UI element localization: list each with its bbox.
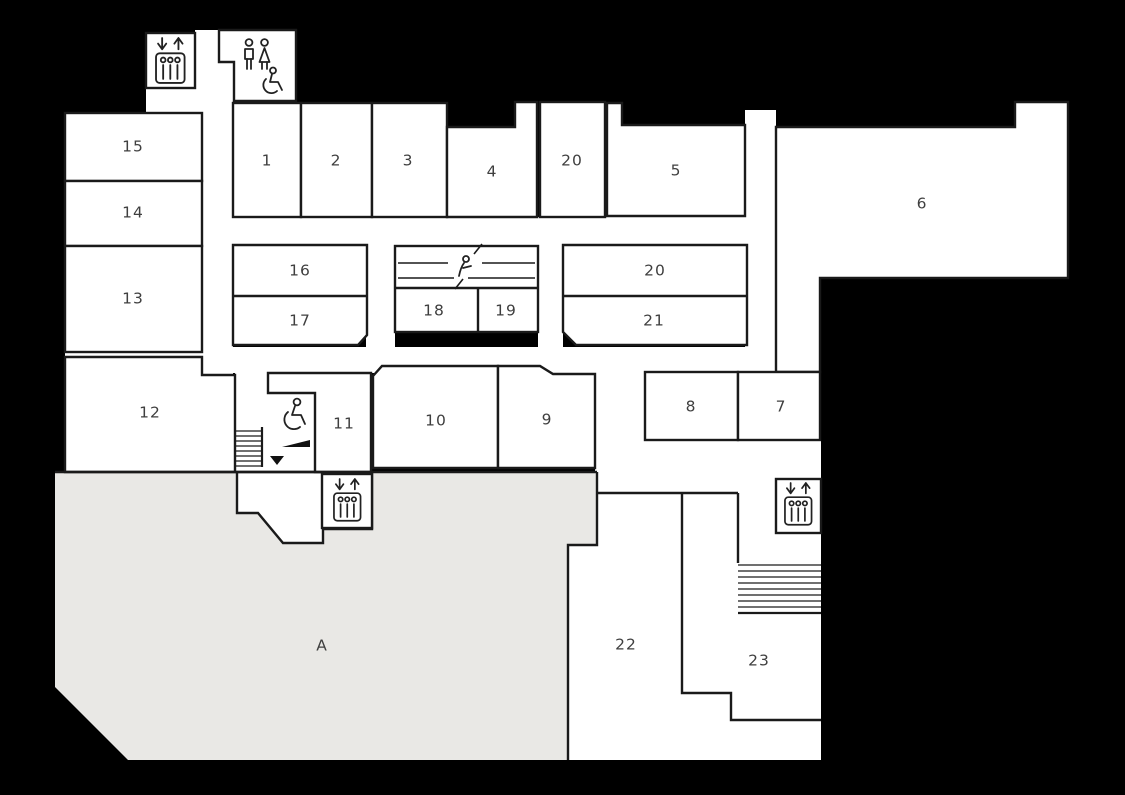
room-5 xyxy=(605,101,747,218)
wheelchair-ramp-icon xyxy=(282,397,310,447)
area-a-label: A xyxy=(316,637,328,655)
room-17-label: 17 xyxy=(289,312,311,330)
room-9-label: 9 xyxy=(542,411,553,429)
restroom-block xyxy=(217,28,298,103)
room-labels: 1 2 3 4 20 5 6 7 8 9 10 11 12 13 14 15 1… xyxy=(122,138,928,670)
room-8-label: 8 xyxy=(686,398,697,416)
room-18-label: 18 xyxy=(423,302,445,320)
room-11-label: 11 xyxy=(333,415,355,433)
room-15 xyxy=(63,111,204,183)
escalator-icon xyxy=(454,243,483,290)
room-4-label: 4 xyxy=(487,163,498,181)
room-14 xyxy=(63,179,204,248)
room-7-label: 7 xyxy=(776,398,787,416)
restroom-men-icon xyxy=(244,38,254,70)
accessible-restroom-icon xyxy=(262,66,283,94)
room-20-top xyxy=(538,100,607,219)
room-22-label: 22 xyxy=(615,636,637,654)
escalator-block xyxy=(393,243,540,334)
room-9 xyxy=(496,364,597,470)
room-13-label: 13 xyxy=(122,290,144,308)
room-6-label: 6 xyxy=(917,195,928,213)
room-21-label: 21 xyxy=(643,312,665,330)
room-7 xyxy=(736,370,822,442)
room-16-17-block xyxy=(231,243,369,347)
room-23-label: 23 xyxy=(748,652,770,670)
room-1-label: 1 xyxy=(262,152,273,170)
down-triangle-marker xyxy=(270,456,284,465)
room-8 xyxy=(643,370,740,442)
room-15-label: 15 xyxy=(122,138,144,156)
room-22-23-walls xyxy=(566,472,821,760)
room-3-label: 3 xyxy=(403,152,414,170)
stairs-icon-right xyxy=(738,564,821,615)
room-1 xyxy=(231,101,303,219)
restroom-women-icon xyxy=(258,38,271,70)
room-19-label: 19 xyxy=(495,302,517,320)
room-2-label: 2 xyxy=(331,152,342,170)
room-20-top-label: 20 xyxy=(561,152,583,170)
area-a xyxy=(55,472,597,760)
elevator-box-mid xyxy=(320,472,374,530)
room-13 xyxy=(63,244,204,354)
room-2 xyxy=(299,101,374,219)
room-20-mid-label: 20 xyxy=(644,262,666,280)
elevator-box-right xyxy=(774,477,823,535)
room-5-label: 5 xyxy=(671,162,682,180)
elevator-box-top-left xyxy=(144,31,197,90)
room-4 xyxy=(445,100,539,219)
room-16-label: 16 xyxy=(289,262,311,280)
room-12-label: 12 xyxy=(139,404,161,422)
room-14-label: 14 xyxy=(122,204,144,222)
room-3 xyxy=(370,101,449,219)
stairs-icon xyxy=(235,427,264,467)
room-20-21-block xyxy=(561,243,749,347)
room-10-label: 10 xyxy=(425,412,447,430)
